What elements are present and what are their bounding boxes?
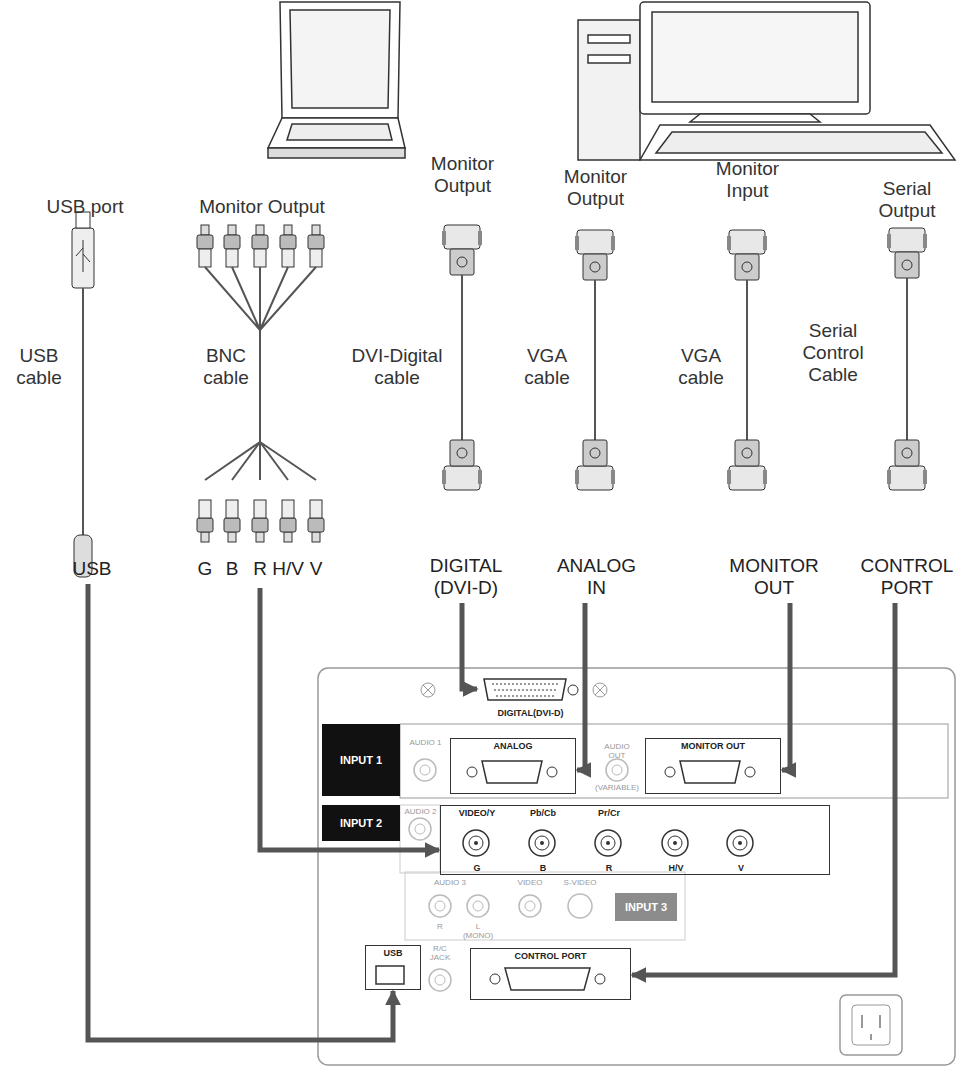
bnc-port-box: VIDEO/Y Pb/Cb Pr/CrG B R H/V V xyxy=(440,805,830,875)
connection-arrow xyxy=(782,603,790,770)
jack-label: AUDIO OUT xyxy=(597,742,637,760)
cable-end-label: CONTROL PORT xyxy=(852,555,962,599)
jack-label: AUDIO 1 xyxy=(403,738,448,747)
port-name: R xyxy=(253,558,267,580)
projector-panel xyxy=(318,668,955,1065)
port-name: CONTROL PORT xyxy=(852,555,962,599)
port-name: CONTROL PORT xyxy=(471,951,630,962)
cable-label: DVI-Digital cable xyxy=(342,345,452,389)
device-port-label: Monitor Input xyxy=(705,158,790,202)
port-name: H/V xyxy=(272,558,304,580)
cable-end-label: GBRH/V V xyxy=(190,558,340,584)
port-name: Pb/Cb xyxy=(530,808,556,819)
port-name: B xyxy=(540,863,547,874)
port-name: Pr/Cr xyxy=(598,808,620,819)
port-box: ANALOG xyxy=(450,738,576,794)
jack-label: AUDIO 2 xyxy=(398,807,443,816)
device-port-label: Monitor Output xyxy=(415,153,510,197)
jack-label: VIDEO xyxy=(510,878,550,887)
port-name: V xyxy=(738,863,744,874)
port-name: VIDEO/Y xyxy=(459,808,496,819)
usb-cable xyxy=(72,212,94,577)
device-port-label: USB port xyxy=(35,196,135,218)
port-box: CONTROL PORT xyxy=(470,948,631,1000)
jack-label: L xyxy=(470,922,486,931)
port-name: MONITOR OUT xyxy=(716,555,832,599)
port-label: DIGITAL(DVI-D) xyxy=(478,676,583,722)
input-band: INPUT 1 xyxy=(322,724,400,796)
device-port-label: Monitor Output xyxy=(548,166,643,210)
cable-label: VGA cable xyxy=(670,345,732,389)
jack-label: (VARIABLE) xyxy=(592,783,642,792)
port-name: G xyxy=(473,863,480,874)
cable-label: USB cable xyxy=(8,345,70,389)
cable-label: VGA cable xyxy=(516,345,578,389)
port-name: DIGITAL(DVI-D) xyxy=(478,708,583,719)
desktop-computer xyxy=(578,2,955,160)
port-box: USB xyxy=(365,945,421,990)
device-port-label: Monitor Output xyxy=(182,196,342,218)
input-band: INPUT 3 xyxy=(615,893,677,921)
port-name: INPUT 2 xyxy=(340,817,382,829)
port-name: INPUT 1 xyxy=(340,754,382,766)
port-name: B xyxy=(226,558,239,580)
cable-end-label: USB xyxy=(55,558,129,580)
cable-label: Serial Control Cable xyxy=(792,320,874,386)
port-box: MONITOR OUT xyxy=(645,738,781,794)
cable-end-label: ANALOG IN xyxy=(545,555,648,599)
jack-label: AUDIO 3 xyxy=(420,878,480,887)
connection-arrow xyxy=(462,603,477,689)
port-name: ANALOG IN xyxy=(545,555,648,599)
jack-label: R/C JACK xyxy=(422,944,458,962)
cable-end-label: DIGITAL (DVI-D) xyxy=(412,555,520,599)
port-name: V xyxy=(310,558,323,580)
jack-label: (MONO) xyxy=(458,931,498,940)
port-name: USB xyxy=(55,558,129,580)
port-name: USB xyxy=(366,948,420,959)
port-name: DIGITAL (DVI-D) xyxy=(412,555,520,599)
port-name: R xyxy=(606,863,613,874)
bnc-cable xyxy=(197,225,324,542)
connection-arrow xyxy=(577,603,585,770)
cable-label: BNC cable xyxy=(198,345,254,389)
device-port-label: Serial Output xyxy=(867,178,947,222)
port-name: H/V xyxy=(668,863,683,874)
d-sub-cables xyxy=(442,225,927,490)
port-name: MONITOR OUT xyxy=(646,741,780,752)
port-name: INPUT 3 xyxy=(625,901,667,913)
cable-end-label: MONITOR OUT xyxy=(716,555,832,599)
port-name: G xyxy=(198,558,213,580)
jack-label: S-VIDEO xyxy=(557,878,603,887)
laptop xyxy=(268,2,405,158)
input-band: INPUT 2 xyxy=(322,805,400,841)
jack-label: R xyxy=(432,922,448,931)
port-name: ANALOG xyxy=(451,741,575,752)
